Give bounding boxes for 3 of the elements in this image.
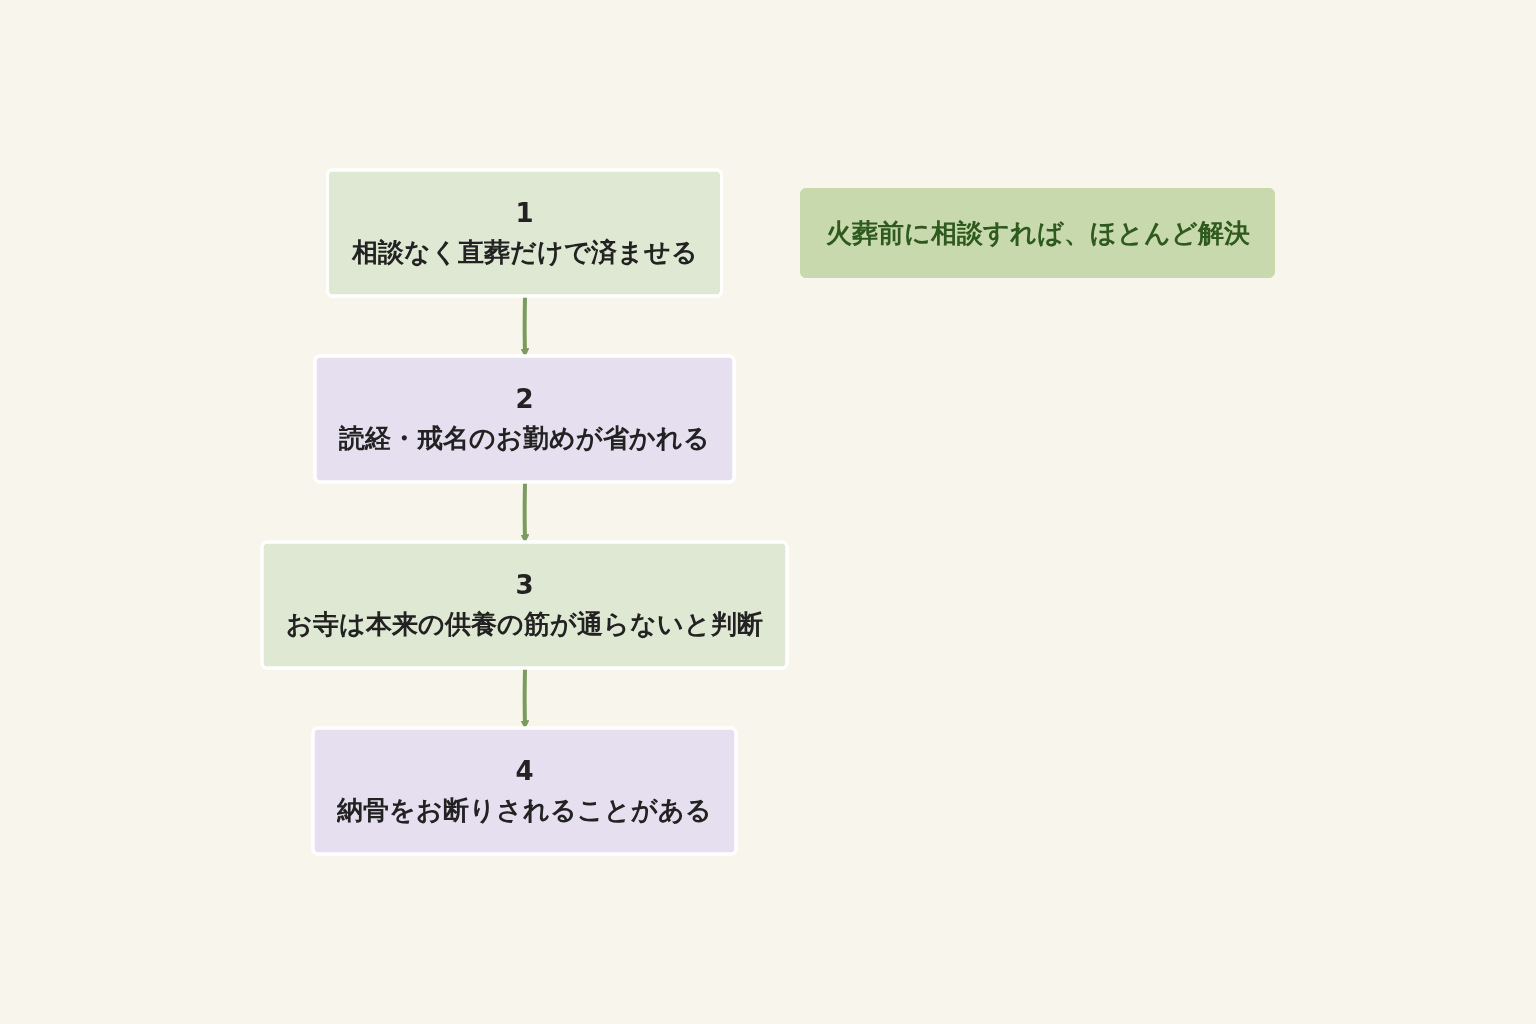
arrow [520, 668, 530, 729]
arrow [520, 296, 530, 357]
arrow [520, 482, 530, 543]
